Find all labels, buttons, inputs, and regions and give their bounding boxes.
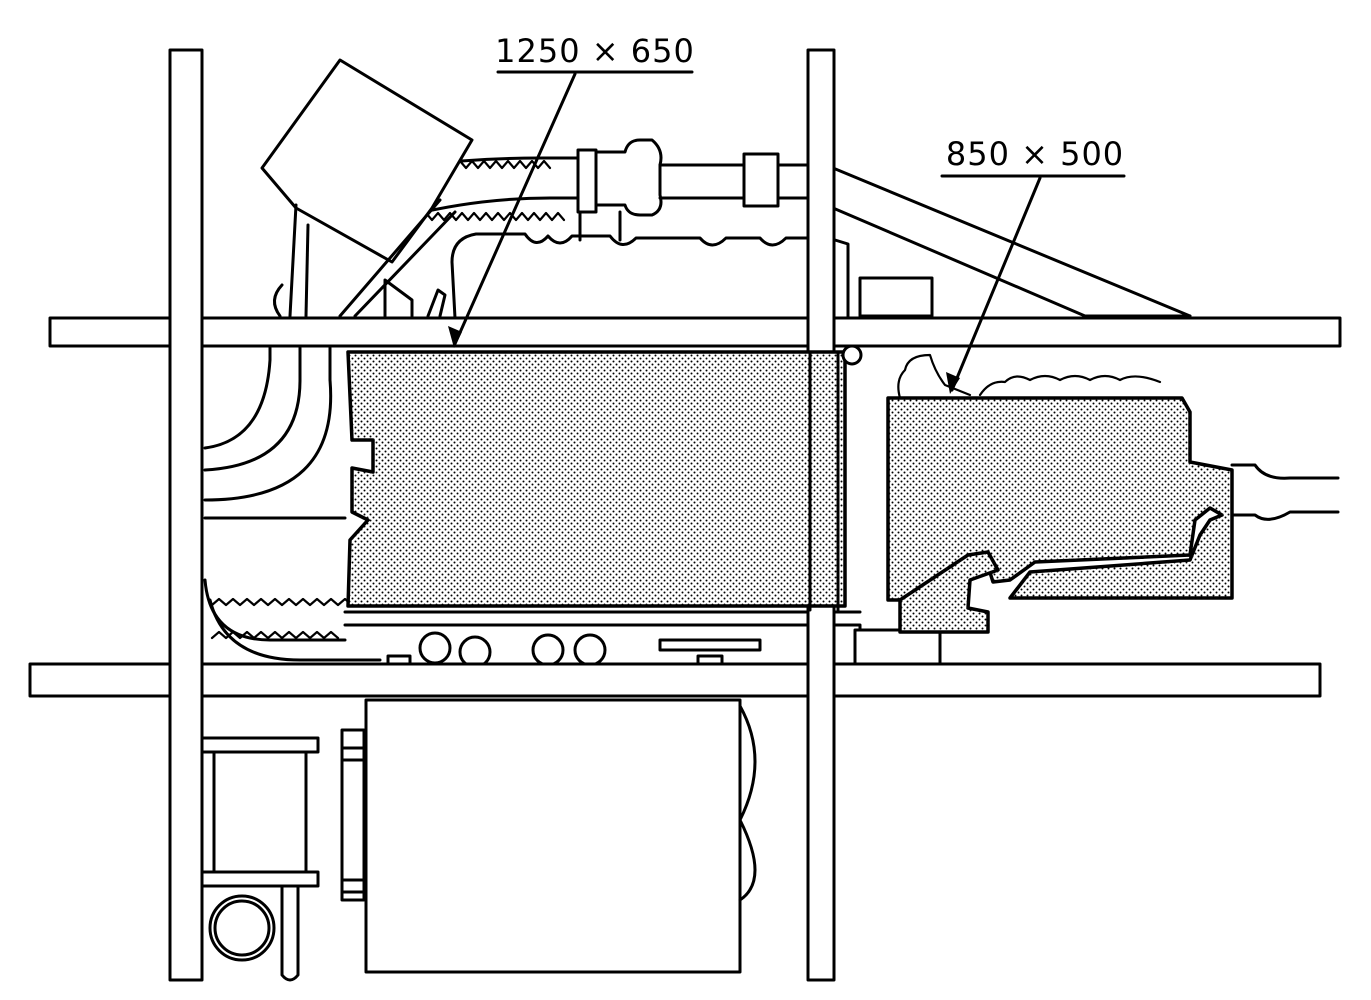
horizontal-rails — [28, 316, 1342, 698]
upper-machinery — [383, 138, 934, 320]
dimension-label-large: 1250 × 650 — [495, 32, 695, 70]
callout-small: 850 × 500 — [940, 135, 1126, 394]
large-panel-area — [346, 344, 863, 612]
lower-tank — [364, 698, 757, 974]
lower-left-equipment — [200, 728, 366, 982]
small-panel-area — [886, 353, 1234, 634]
vertical-posts — [168, 48, 836, 982]
lower-track-parts — [343, 610, 942, 669]
left-hose-bends — [203, 283, 382, 662]
diagonal-struts — [831, 166, 1192, 318]
dimension-label-small: 850 × 500 — [946, 135, 1124, 173]
shaft-coupling — [1230, 463, 1340, 521]
tilted-control-box — [260, 58, 474, 318]
callout-large: 1250 × 650 — [448, 32, 695, 348]
